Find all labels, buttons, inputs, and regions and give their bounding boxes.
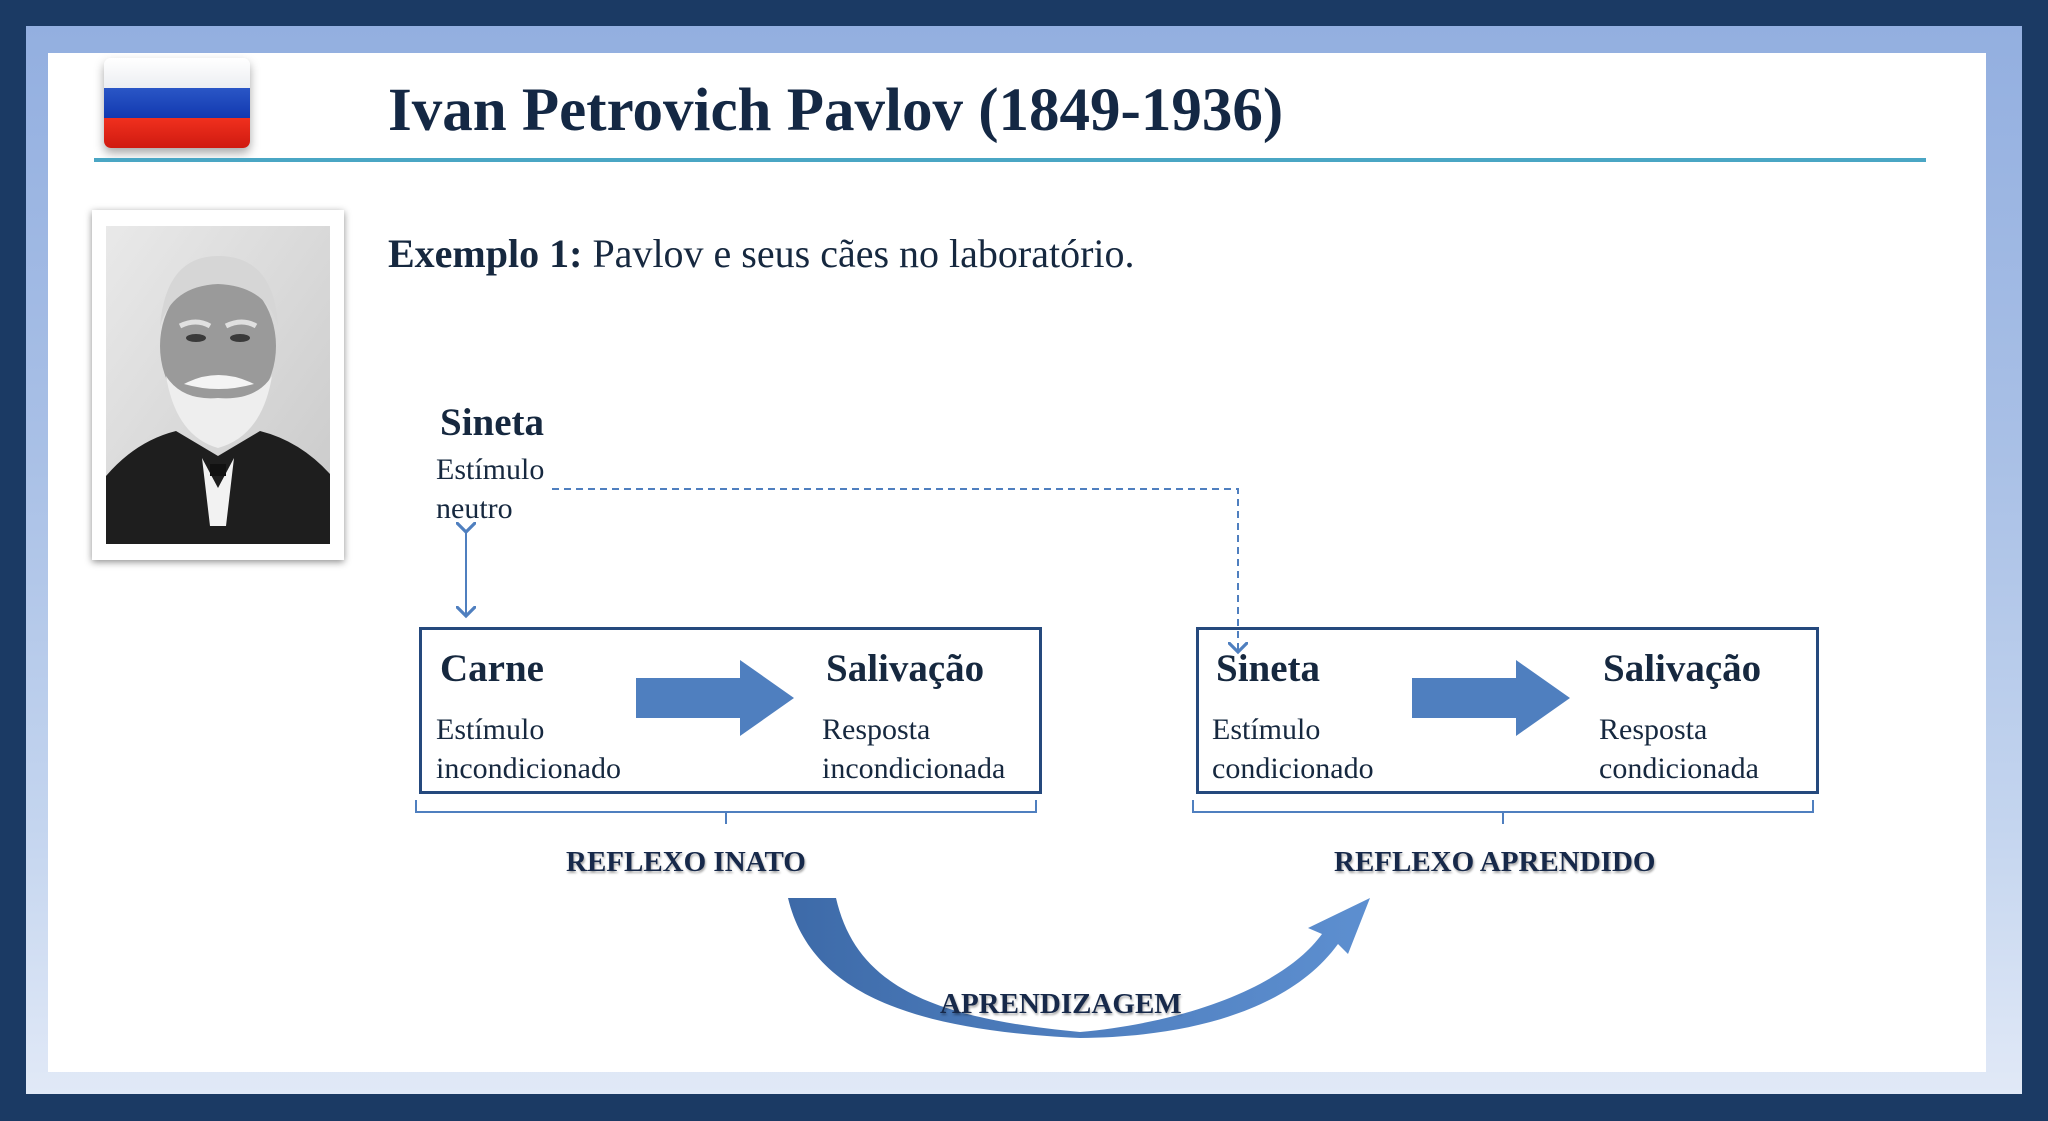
russia-flag-icon (104, 58, 250, 148)
cs-desc-line1: Estímulo (1212, 713, 1321, 746)
pavlov-portrait (92, 210, 344, 560)
example-caption: Exemplo 1: Pavlov e seus cães no laborat… (388, 230, 1135, 277)
slide-canvas (48, 53, 1986, 1072)
dashed-connector (552, 488, 1238, 652)
ur-desc-line1: Resposta (822, 713, 931, 746)
innate-bracket (415, 800, 1037, 824)
conditioned-response-desc: Resposta condicionada (1599, 710, 1759, 788)
learned-bracket (1192, 800, 1814, 824)
learned-reflex-box (1196, 627, 1819, 794)
learned-block-arrow-icon (1412, 660, 1570, 736)
learned-reflex-label: REFLEXO APRENDIDO (1334, 846, 1656, 878)
us-desc-line2: incondicionado (436, 752, 621, 785)
learning-curved-arrow-icon (788, 898, 1370, 1038)
us-desc-line1: Estímulo (436, 713, 545, 746)
unconditioned-stimulus-name: Carne (440, 647, 544, 690)
innate-reflex-box (419, 627, 1042, 794)
innate-reflex-label: REFLEXO INATO (566, 846, 806, 878)
conditioned-stimulus-desc: Estímulo condicionado (1212, 710, 1374, 788)
neutral-desc-line2: neutro (436, 492, 513, 525)
unconditioned-response-desc: Resposta incondicionada (822, 710, 1005, 788)
ur-desc-line2: incondicionada (822, 752, 1006, 785)
conditioned-response-name: Salivação (1603, 647, 1762, 690)
neutral-stimulus-desc: Estímulo neutro (436, 450, 544, 528)
neutral-desc-line1: Estímulo (436, 453, 545, 486)
cr-desc-line2: condicionada (1599, 752, 1759, 785)
cs-desc-line2: condicionado (1212, 752, 1374, 785)
portrait-image (106, 226, 330, 544)
title-underline (94, 158, 1926, 162)
unconditioned-stimulus-desc: Estímulo incondicionado (436, 710, 621, 788)
neutral-stimulus-name: Sineta (440, 401, 545, 444)
cr-desc-line1: Resposta (1599, 713, 1708, 746)
learning-label: APRENDIZAGEM (940, 988, 1182, 1020)
unconditioned-response-name: Salivação (826, 647, 985, 690)
slide-title: Ivan Petrovich Pavlov (1849-1936) (388, 77, 1284, 144)
example-text: Pavlov e seus cães no laboratório. (582, 231, 1135, 276)
innate-block-arrow-icon (636, 660, 794, 736)
example-label: Exemplo 1: (388, 231, 583, 276)
